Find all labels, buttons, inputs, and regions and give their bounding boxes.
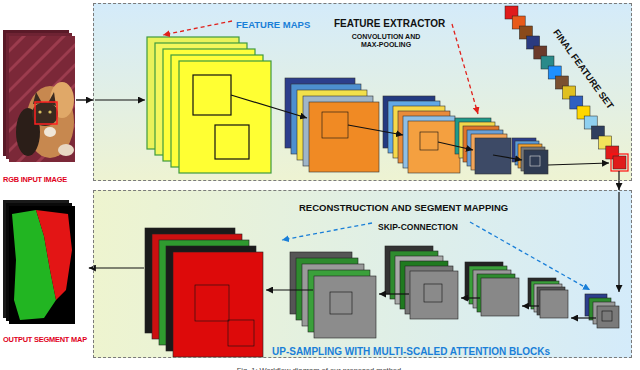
input-photo-part-part — [58, 144, 74, 156]
feature-map-stack-part — [420, 132, 438, 150]
flow-line — [95, 95, 619, 318]
feature-map-stack-part — [309, 102, 379, 172]
image-caption: OUTPUT SEGMENT MAP — [3, 336, 87, 345]
feature-map-stack-part — [215, 125, 249, 159]
final-feature-squares — [505, 6, 628, 171]
input-photo-part-part — [9, 36, 75, 162]
flow-line-part — [379, 293, 409, 294]
input-photo-part-part — [32, 102, 58, 126]
annotation: FEATURE MAPS — [236, 19, 310, 30]
input-image-node: RGB INPUT IMAGE — [2, 28, 76, 186]
decoder-stack-part — [228, 320, 254, 346]
image-caption: RGB INPUT IMAGE — [3, 176, 74, 185]
flow-line-part — [571, 317, 596, 318]
flow-line-part — [548, 163, 609, 165]
decoder-stack-part — [602, 311, 612, 321]
output-map — [3, 200, 75, 324]
decoder-stack-part — [195, 285, 229, 321]
input-photo-part-part — [38, 110, 41, 113]
panel-ground — [93, 3, 632, 358]
output-map-part — [9, 206, 75, 324]
flow-line-part — [348, 125, 403, 135]
decoder-stack-part — [410, 271, 458, 319]
flow-line-part — [618, 192, 619, 292]
decoder-stack-part — [540, 290, 568, 318]
output-map-part-part — [9, 206, 75, 324]
flow-line-part — [231, 95, 307, 118]
label-holder: CONVOLUTION AND MAX-POOLING — [345, 33, 427, 51]
operation-note: CONVOLUTION AND MAX-POOLING — [345, 33, 427, 49]
figure-caption: Fig. 1: Workflow diagram of our proposed… — [237, 366, 404, 370]
decoder-stack-part — [173, 252, 263, 357]
flow-line-part — [522, 305, 539, 306]
pointer-arrow-part — [282, 223, 372, 240]
decoder-stack-part — [597, 306, 619, 328]
text-holder: UP-SAMPLING WITH MULTI-SCALED ATTENTION … — [272, 341, 550, 359]
pointer-arrow — [163, 21, 590, 290]
flow-arrow — [76, 99, 93, 100]
panel-footer: UP-SAMPLING WITH MULTI-SCALED ATTENTION … — [272, 346, 550, 357]
flow-line-part — [95, 267, 144, 268]
input-photo-part — [9, 36, 75, 162]
output-map-node: OUTPUT SEGMENT MAP — [2, 196, 89, 346]
decoder-stack-part — [424, 284, 442, 302]
text-holder: FEATURE EXTRACTOR — [334, 13, 445, 31]
decoder-stack-part — [314, 276, 376, 338]
panel-ground-part — [93, 3, 632, 181]
feature-map-stack-part — [179, 61, 271, 173]
flow-line-part — [266, 289, 313, 290]
feature-map-stack — [285, 78, 548, 174]
final-feature-squares-part — [611, 154, 628, 171]
input-photo-part-part — [48, 110, 51, 113]
decoder-panel: RECONSTRUCTION AND SEGMENT MAPPING UP-SAM… — [93, 190, 632, 358]
input-photo-part-part — [44, 127, 56, 137]
panel-ground-part — [93, 190, 632, 358]
pointer-arrow-part — [470, 222, 590, 290]
input-photo-part — [35, 102, 57, 124]
input-photo — [0, 0, 90, 190]
text-holder: RECONSTRUCTION AND SEGMENT MAPPING — [299, 197, 508, 215]
feature-map-stack-part — [193, 75, 231, 115]
flow-line-part — [438, 142, 473, 150]
feature-map-stack-part — [475, 138, 511, 174]
caption-holder: Fig. 1: Workflow diagram of our proposed… — [237, 359, 404, 370]
feature-map-stack — [147, 37, 271, 173]
feature-map-stack-part — [322, 112, 348, 138]
output-map-part-part — [36, 210, 72, 300]
label-holder: FEATURE MAPS — [236, 14, 310, 32]
panel-heading: RECONSTRUCTION AND SEGMENT MAPPING — [299, 202, 508, 213]
flow-line-part — [493, 155, 522, 160]
decoder-stack — [145, 228, 619, 357]
flow-arrow — [618, 181, 619, 190]
flow-line-part — [95, 99, 145, 100]
decoder-stack-part — [481, 278, 519, 316]
feature-map-stack-part — [530, 156, 540, 166]
feature-map-stack-part — [524, 150, 548, 174]
feature-map-stack-part — [408, 121, 460, 173]
annotation: SKIP-CONNECTION — [378, 222, 458, 232]
encoder-panel: FEATURE EXTRACTOR — [93, 3, 632, 181]
final-feature-squares-part — [613, 156, 626, 169]
flow-line-part — [618, 171, 619, 181]
flow-line-part — [461, 297, 480, 298]
pointer-arrow-part — [163, 21, 232, 35]
panel-heading: FEATURE EXTRACTOR — [334, 18, 445, 29]
label-holder: SKIP-CONNECTION — [378, 216, 458, 234]
pointer-arrow-part — [452, 24, 478, 114]
decoder-stack-part — [330, 292, 352, 314]
